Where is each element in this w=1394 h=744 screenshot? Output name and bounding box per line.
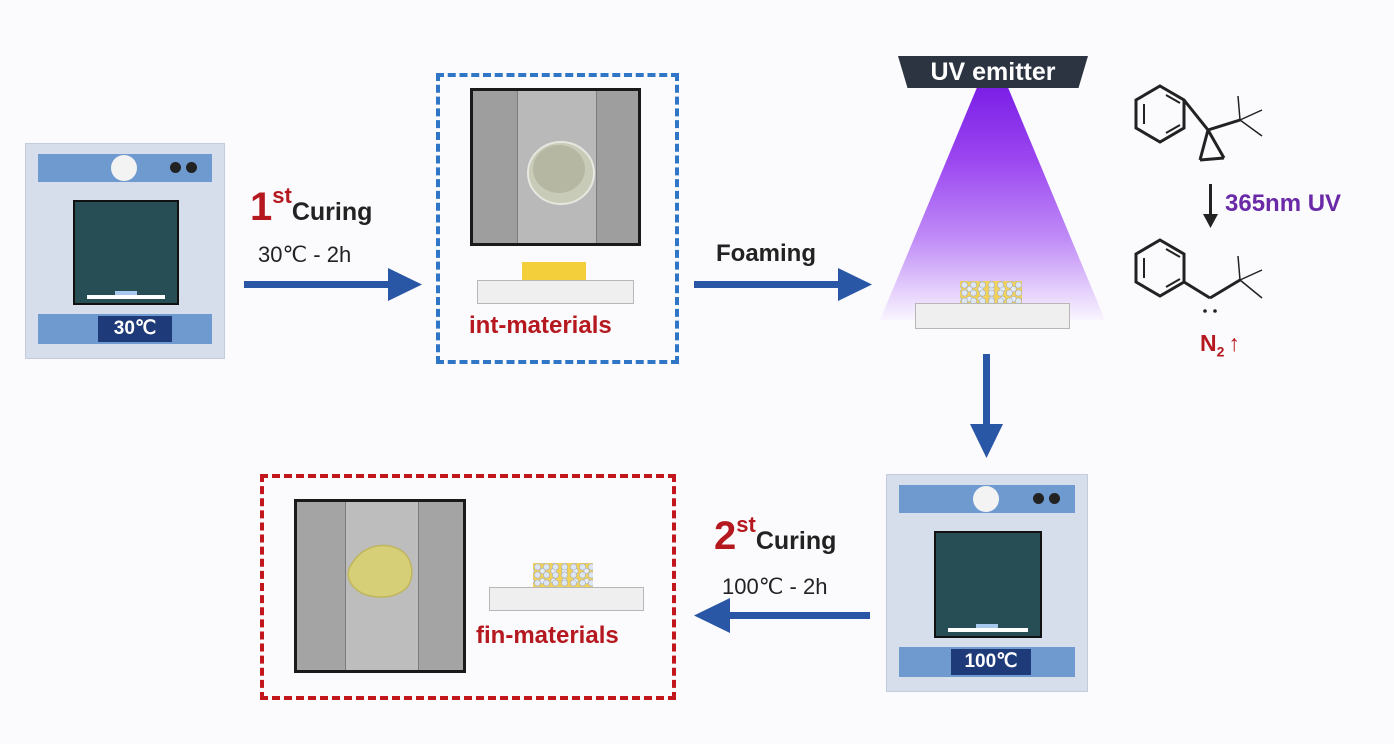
oven-knob-icon (111, 155, 137, 181)
oven-temp-label: 30℃ (98, 316, 172, 342)
oven-window (934, 531, 1042, 638)
up-arrow-icon: ↑ (1228, 330, 1240, 356)
oven-tray (87, 295, 165, 299)
uv-emitter: UV emitter (898, 56, 1088, 88)
fin-materials-photo (294, 499, 466, 673)
uncured-material-block (522, 262, 586, 281)
step2-title: 2stCuring (714, 512, 837, 558)
step1-condition: 30℃ - 2h (258, 242, 352, 267)
oven-sample (115, 291, 137, 295)
uv-reaction-arrow (1203, 184, 1218, 228)
int-materials-box (436, 73, 679, 364)
foaming-material (960, 281, 1022, 303)
n2-release-label: N2↑ (1200, 330, 1240, 360)
arrow-uv-to-oven2 (970, 354, 1003, 458)
uv-substrate (915, 303, 1070, 329)
foaming-label: Foaming (716, 240, 816, 267)
diazirine-molecule (1134, 84, 1263, 162)
oven-tray (948, 628, 1028, 632)
oven-indicator-icon (170, 162, 181, 173)
oven-sample (976, 624, 998, 628)
step1-title: 1stCuring (250, 183, 373, 229)
oven-temp-panel: 100℃ (899, 647, 1075, 677)
carbene-molecule (1134, 238, 1263, 313)
fin-materials-label: fin-materials (476, 622, 619, 649)
oven-control-panel (899, 485, 1075, 513)
arrow-oven1-to-int (244, 268, 422, 301)
oven-indicator-icon (1049, 493, 1060, 504)
oven-temp-label: 100℃ (951, 649, 1031, 675)
int-materials-label: int-materials (469, 312, 612, 339)
oven-indicator-icon (186, 162, 197, 173)
arrow-int-to-uv (694, 268, 872, 301)
fin-substrate (489, 587, 644, 611)
oven-knob-icon (973, 486, 999, 512)
oven-indicator-icon (1033, 493, 1044, 504)
oven-control-panel (38, 154, 212, 182)
oven-100c: 100℃ (886, 474, 1088, 692)
oven-30c: 30℃ (25, 143, 225, 359)
gel-droplet (527, 141, 595, 205)
oven-window (73, 200, 179, 305)
int-materials-photo (470, 88, 641, 246)
step2-condition: 100℃ - 2h (722, 574, 828, 599)
foamed-material (533, 563, 593, 587)
foamed-sample (347, 544, 413, 598)
arrow-oven2-to-fin (694, 598, 870, 633)
fin-materials-box (260, 474, 676, 700)
uv-wavelength-label: 365nm UV (1225, 190, 1342, 217)
int-substrate (477, 280, 634, 304)
oven-temp-panel: 30℃ (38, 314, 212, 344)
